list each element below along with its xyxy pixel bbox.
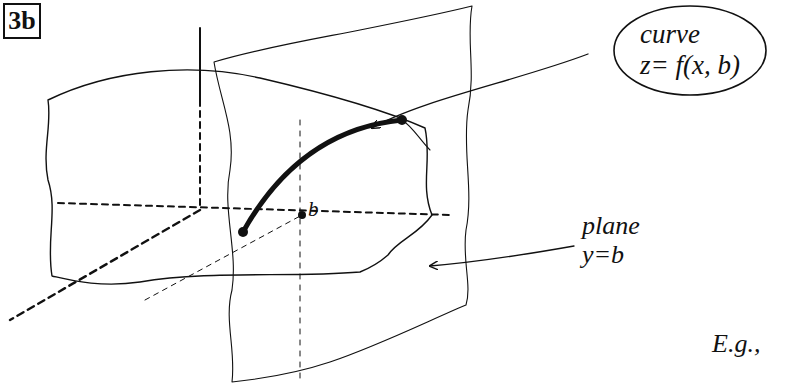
surface-edge: [402, 120, 430, 150]
callout-leader: [372, 54, 588, 128]
y-axis: [10, 210, 200, 320]
point-label: b: [308, 198, 319, 221]
callout-text: curve: [640, 19, 740, 50]
plane-label: plane y=b: [582, 212, 660, 269]
plane-outline: [214, 6, 472, 382]
plane-leader: [430, 246, 574, 266]
section-tag: 3b: [3, 3, 41, 39]
example-note: E.g.,: [712, 330, 760, 359]
curve-end-dot: [238, 227, 248, 237]
section-curve: [243, 120, 402, 232]
curve-end-dot: [397, 115, 407, 125]
b-line: [145, 215, 302, 300]
z-axis-hidden: [199, 100, 201, 210]
callout-text: z= f(x, b): [640, 50, 740, 81]
section-number: 3b: [8, 6, 35, 36]
z-axis: [199, 28, 201, 100]
callout-oval: curvez= f(x, b): [613, 5, 767, 96]
b-point-dot: [298, 211, 306, 219]
surface-outline: [46, 70, 432, 284]
